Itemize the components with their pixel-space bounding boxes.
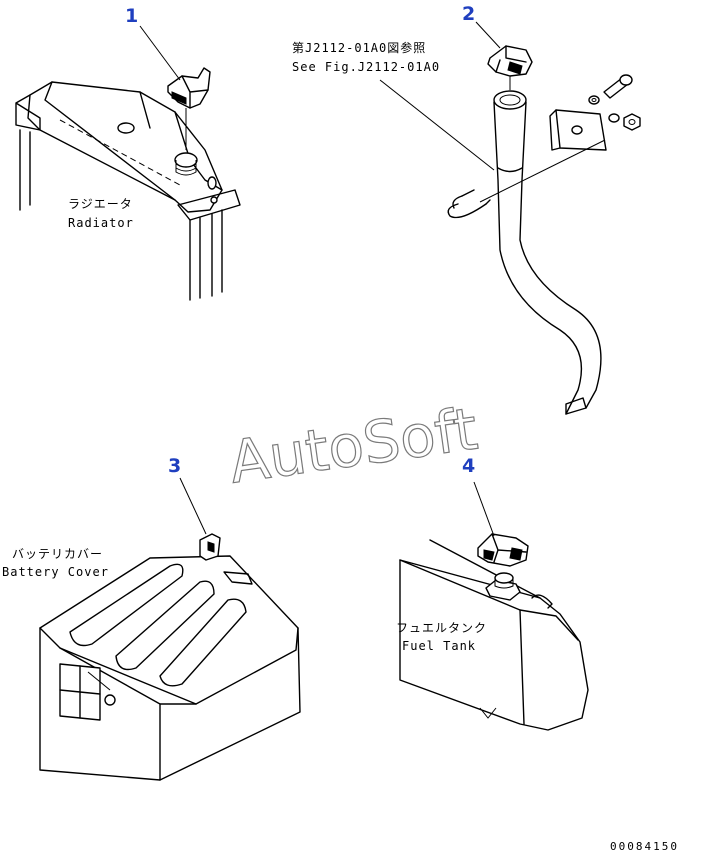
fuel-tank-label-jp: フュエルタンク [396,621,487,635]
callout-3-leader [179,477,207,535]
callout-3[interactable]: 3 [168,455,181,477]
callout-4-leader [473,481,495,537]
fuel-tank-illustration [399,539,589,731]
callout-1-leader [139,25,181,81]
callout-4[interactable]: 4 [462,455,475,477]
reference-leader [379,79,495,171]
callout-1[interactable]: 1 [125,5,138,27]
fuel-cap-part[interactable] [477,533,529,567]
watermark: AutoSoft [225,395,481,497]
battery-label-en: Battery Cover [2,565,109,579]
battery-label-jp: バッテリカバー [12,547,103,561]
radiator-label-en: Radiator [68,216,134,230]
radiator-label-jp: ラジエータ [68,197,133,211]
battery-cap-part[interactable] [199,533,221,561]
filler-pipe-illustration [447,45,641,415]
drawing-number: 00084150 [610,840,679,853]
callout-2[interactable]: 2 [462,3,475,25]
fuel-tank-label-en: Fuel Tank [402,639,476,653]
callout-2-leader [475,21,501,49]
reference-label-jp: 第J2112-01A0図参照 [292,40,426,55]
radiator-illustration [15,81,241,301]
battery-cover-illustration [39,555,301,781]
reference-label-en: See Fig.J2112-01A0 [292,60,440,74]
radiator-cap-part[interactable] [167,67,211,150]
